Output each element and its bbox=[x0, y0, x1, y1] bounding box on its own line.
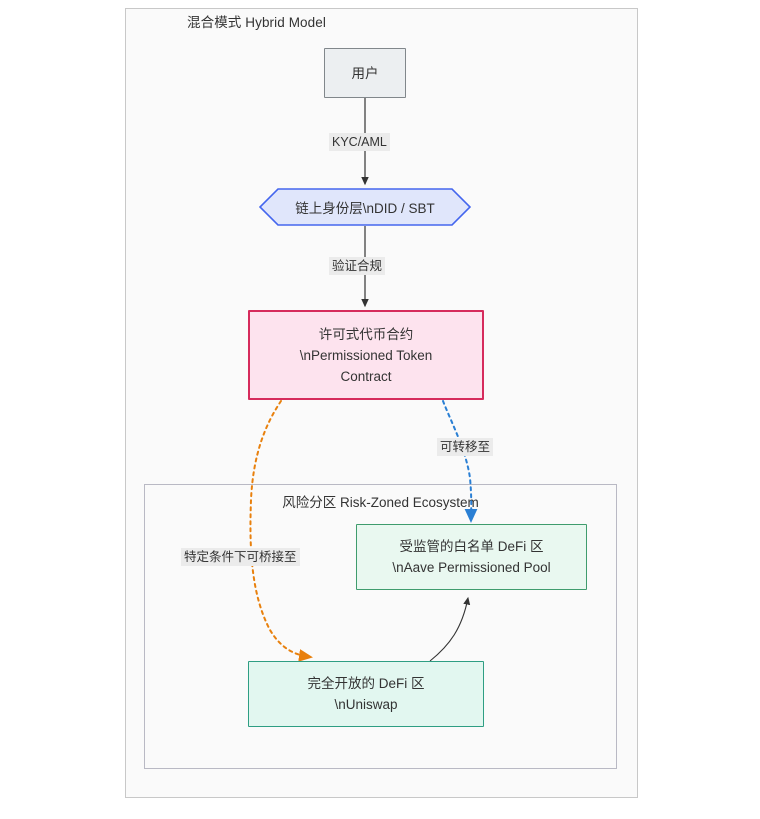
node-aave-label: 受监管的白名单 DeFi 区 \nAave Permissioned Pool bbox=[392, 539, 551, 575]
edge-label-verify-compliance: 验证合规 bbox=[329, 257, 386, 275]
edge-uniswap-to-aave bbox=[429, 596, 471, 662]
cluster-hybrid-model-title: 混合模式 Hybrid Model bbox=[187, 15, 326, 30]
node-identity-label: 链上身份层\nDID / SBT bbox=[295, 201, 435, 216]
node-uniswap-label: 完全开放的 DeFi 区 \nUniswap bbox=[307, 676, 425, 712]
node-uniswap-open-defi[interactable]: 完全开放的 DeFi 区 \nUniswap bbox=[248, 661, 484, 727]
node-identity[interactable]: 链上身份层\nDID / SBT bbox=[259, 188, 471, 226]
edge-label-transferable-to: 可转移至 bbox=[437, 438, 494, 456]
node-permissioned-token-contract[interactable]: 许可式代币合约 \nPermissioned Token Contract bbox=[248, 310, 484, 400]
node-token-label: 许可式代币合约 \nPermissioned Token Contract bbox=[299, 326, 433, 384]
node-aave-permissioned-pool[interactable]: 受监管的白名单 DeFi 区 \nAave Permissioned Pool bbox=[356, 524, 587, 590]
node-user[interactable]: 用户 bbox=[324, 48, 406, 98]
edge-token-to-uniswap bbox=[249, 400, 313, 662]
node-user-label: 用户 bbox=[351, 65, 379, 81]
edge-label-bridgeable-under-conditions: 特定条件下可桥接至 bbox=[181, 548, 300, 566]
hexagon-shape bbox=[259, 188, 471, 226]
edge-label-kyc-aml: KYC/AML bbox=[329, 133, 390, 151]
edge-token-to-aave bbox=[442, 400, 478, 523]
